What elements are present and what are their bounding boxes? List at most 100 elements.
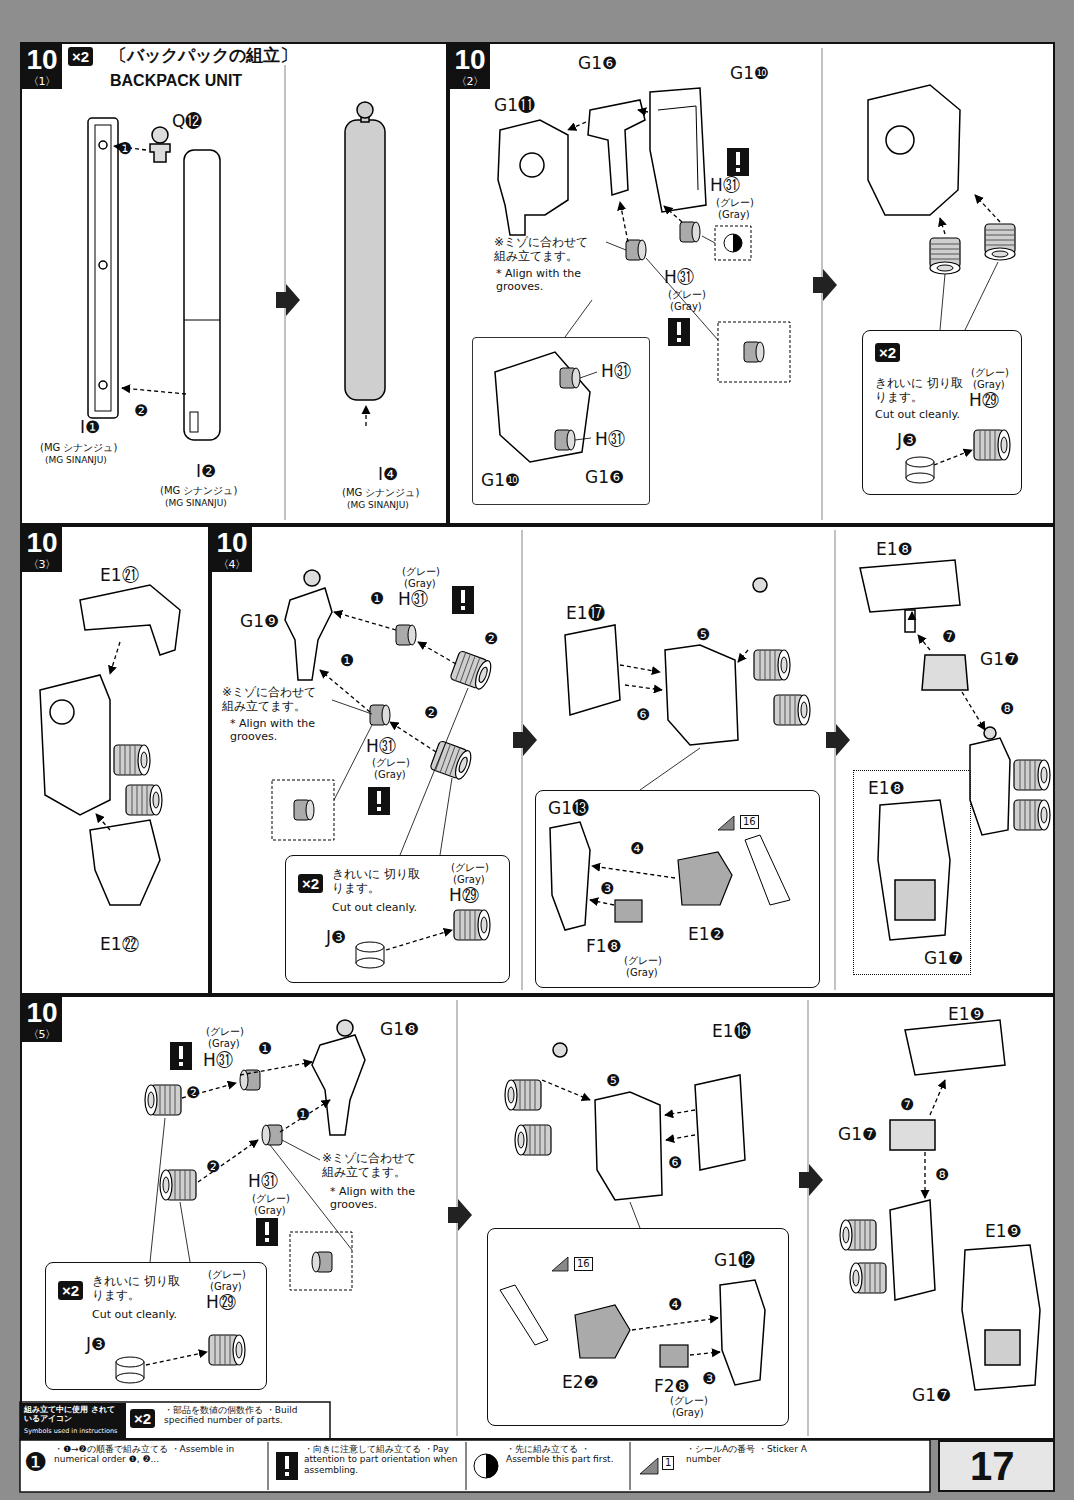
note-text: * Align with the grooves. — [496, 268, 591, 293]
quantity-icon: ×2 — [298, 874, 323, 893]
legend-text: ・シールAの番号 ・Sticker A number — [686, 1444, 816, 1465]
legend-text: ・❶→❷の順番で組み立てる ・Assemble in numerical ord… — [54, 1444, 259, 1465]
assembly-order-number: ❸ — [702, 1370, 716, 1388]
part-label: H㉙ — [449, 886, 479, 906]
note-text: (MG SINANJU) — [45, 455, 107, 465]
part-label: G1❽ — [380, 1020, 419, 1040]
sub-step-number: 〈4〉 — [212, 558, 252, 572]
note-text: ※ミゾに合わせて 組み立てます。 — [222, 686, 330, 714]
part-label: G1❿ — [730, 64, 769, 84]
color-note: (Gray) — [672, 1407, 704, 1419]
cut-note: きれいに 切り取ります。 — [332, 868, 424, 896]
cut-callout-box: ×2きれいに 切り取ります。Cut out cleanly.(グレー)(Gray… — [862, 330, 1022, 495]
note-text: (Gray) — [404, 578, 436, 590]
assembly-order-number: ❶ — [340, 652, 354, 670]
part-label: G1❿ — [481, 471, 520, 491]
note-text: ※ミゾに合わせて 組み立てます。 — [322, 1152, 430, 1180]
note-text: (グレー) — [252, 1193, 290, 1205]
step-panel: 10〈4〉 ×2 きれいに 切り取ります。 Cut out cleanly. (グレー)… — [210, 525, 1055, 995]
quantity-icon: ×2 — [875, 343, 900, 362]
subassembly-box: 16G1⓬E2❷F2❽(グレー)(Gray) — [487, 1228, 789, 1426]
part-label: F2❽ — [654, 1377, 690, 1397]
subassembly-box: G1⓭16F1❽(グレー)(Gray)E1❷ — [535, 790, 820, 988]
assembly-order-number: ❸ — [600, 880, 614, 898]
color-note: (グレー) — [670, 1395, 708, 1407]
cut-note-en: Cut out cleanly. — [875, 409, 960, 422]
note-text: * Align with the grooves. — [230, 718, 322, 743]
note-text: (Gray) — [374, 769, 406, 781]
note-text: (MG シナンジュ) — [40, 442, 117, 454]
cut-note-en: Cut out cleanly. — [332, 902, 417, 915]
color-note: (Gray) — [453, 874, 485, 886]
sub-step-number: 〈3〉 — [22, 558, 62, 572]
assembly-order-number: ❶ — [296, 1106, 310, 1124]
part-label: E1❾ — [948, 1005, 985, 1025]
quantity-icon: ×2 — [130, 1409, 155, 1428]
part-label: E1⓱ — [566, 604, 605, 624]
step-panel: 10〈5〉 ×2きれいに 切り取ります。Cut out cleanly.(グレー)… — [20, 995, 1055, 1440]
color-note: (グレー) — [624, 955, 662, 967]
quantity-icon: ×2 — [68, 47, 93, 66]
step-number: 10 — [22, 44, 62, 75]
assembly-order-number: ❽ — [935, 1166, 949, 1184]
part-label: H㉛ — [595, 430, 625, 450]
part-label: F1❽ — [586, 937, 622, 957]
part-label: H㉛ — [366, 737, 396, 757]
part-label: G1⓭ — [548, 799, 589, 819]
color-note: (Gray) — [626, 967, 658, 979]
part-label: H㉛ — [248, 1172, 278, 1192]
assembly-order-number: ❶ — [118, 140, 132, 158]
part-label: J❸ — [897, 431, 917, 451]
assembly-order-number: ❶ — [24, 1448, 47, 1478]
part-label: G1⓫ — [494, 96, 535, 116]
legend-text: ・向きに注意して組み立てる ・Pay attention to part ori… — [304, 1444, 459, 1475]
part-label: G1⓬ — [714, 1251, 755, 1271]
step-number: 10 — [22, 527, 62, 558]
color-note: (グレー) — [451, 862, 489, 874]
assembly-order-number: ❷ — [484, 630, 498, 648]
sticker-number: 16 — [740, 815, 759, 829]
assembly-order-number: ❶ — [258, 1040, 272, 1058]
sticker-number: 16 — [574, 1257, 593, 1271]
part-label: E1❽ — [868, 779, 905, 799]
assembly-order-number: ❺ — [696, 626, 710, 644]
part-label: H㉙ — [969, 391, 999, 411]
note-text: (MG シナンジュ) — [342, 487, 419, 499]
cut-callout-box: ×2 きれいに 切り取ります。 Cut out cleanly. (グレー)(Gray… — [285, 855, 510, 983]
part-label: G1❼ — [980, 650, 1019, 670]
legend-text: ・部品を数値の個数作る ・Build specified number of p… — [164, 1405, 329, 1426]
part-label: H㉙ — [206, 1293, 236, 1313]
note-text: (グレー) — [206, 1026, 244, 1038]
assembly-order-number: ❶ — [370, 590, 384, 608]
assembly-order-number: ❼ — [900, 1096, 914, 1114]
sticker-number: 1 — [662, 1456, 674, 1470]
assembly-order-number: ❻ — [668, 1154, 682, 1172]
part-label: H㉛ — [601, 362, 631, 382]
step-number: 10 — [22, 997, 62, 1028]
cut-callout-box: ×2きれいに 切り取ります。Cut out cleanly.(グレー)(Gray… — [45, 1262, 267, 1390]
assembly-order-number: ❷ — [206, 1158, 220, 1176]
assembly-order-number: ❹ — [630, 840, 644, 858]
note-text: ※ミゾに合わせて 組み立てます。 — [494, 236, 602, 264]
part-label: G1❻ — [578, 54, 617, 74]
step-number: 10 — [212, 527, 252, 558]
step-number: 10 — [450, 44, 490, 75]
cut-note: きれいに 切り取ります。 — [92, 1275, 184, 1303]
part-label: I❷ — [196, 462, 216, 482]
assembly-order-number: ❺ — [606, 1072, 620, 1090]
part-label: G1❼ — [838, 1125, 877, 1145]
part-label: H㉛ — [664, 268, 694, 288]
note-text: (MG SINANJU) — [165, 498, 227, 508]
part-label: E1㉑ — [100, 566, 139, 586]
cut-note: きれいに 切り取ります。 — [875, 377, 965, 405]
part-label: H㉛ — [203, 1051, 233, 1071]
sub-step-number: 〈2〉 — [450, 75, 490, 89]
note-text: (グレー) — [402, 566, 440, 578]
sub-step-number: 〈5〉 — [22, 1028, 62, 1042]
detail-box: H㉛H㉛G1❿G1❻ — [472, 337, 650, 505]
part-label: E1❽ — [876, 540, 913, 560]
color-note: (Gray) — [973, 379, 1005, 391]
color-note: (グレー) — [208, 1269, 246, 1281]
page-number-box: 17 — [938, 1440, 1055, 1492]
assembly-order-number: ❼ — [942, 628, 956, 646]
